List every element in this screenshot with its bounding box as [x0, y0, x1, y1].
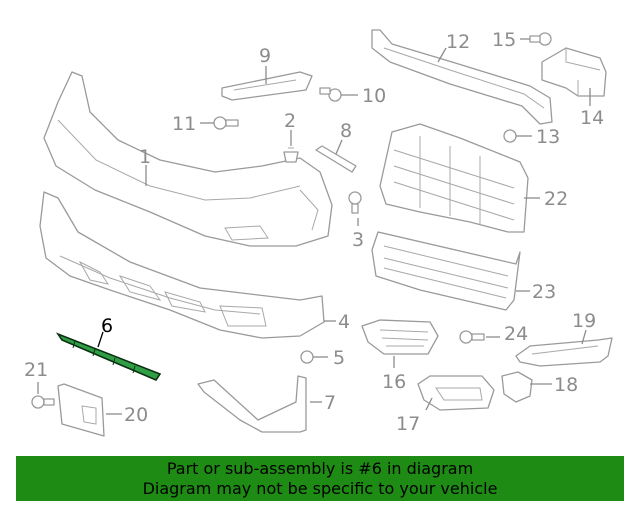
callout-6: 6 — [101, 315, 113, 337]
callout-14: 14 — [580, 107, 604, 129]
part-24-bolt — [459, 330, 485, 344]
part-22-shutter-frame — [379, 123, 529, 233]
parts-diagram: 1 4 6 9 10 11 2 8 — [24, 29, 613, 437]
part-20-plate-base — [57, 383, 105, 437]
part-1-upper-cover — [43, 71, 333, 247]
part-17-bezel — [417, 375, 495, 411]
part-8-strip — [315, 145, 357, 173]
banner-line-2: Diagram may not be specific to your vehi… — [142, 479, 498, 498]
callout-9: 9 — [259, 45, 271, 67]
leader-17 — [425, 397, 433, 411]
callout-7: 7 — [324, 392, 336, 414]
callout-22: 22 — [544, 188, 568, 210]
callout-3: 3 — [352, 229, 364, 251]
callout-1: 1 — [139, 146, 151, 168]
callout-20: 20 — [124, 404, 148, 426]
callout-21: 21 — [24, 359, 48, 381]
callout-2: 2 — [284, 110, 296, 132]
part-5-clip — [300, 350, 314, 364]
part-14-bracket — [541, 47, 607, 97]
part-16-grille — [361, 319, 439, 355]
part-12-beam — [371, 29, 553, 125]
part-6-molding-highlighted — [55, 332, 162, 381]
part-23-shutter — [371, 231, 521, 311]
callout-5: 5 — [333, 347, 345, 369]
callout-17: 17 — [396, 413, 420, 435]
callout-8: 8 — [340, 120, 352, 142]
leader-6 — [97, 331, 104, 348]
leader-8 — [335, 139, 343, 155]
callout-11: 11 — [172, 113, 196, 135]
part-7-guard — [197, 375, 307, 433]
callout-15: 15 — [492, 29, 516, 51]
part-10-bolt — [319, 87, 342, 102]
callout-4: 4 — [338, 311, 350, 333]
part-21-bolt — [31, 395, 55, 409]
part-2-clip — [283, 147, 299, 163]
callout-18: 18 — [554, 374, 578, 396]
leader-12 — [437, 47, 447, 63]
callout-10: 10 — [362, 85, 386, 107]
part-13-clip — [503, 129, 517, 143]
callout-12: 12 — [446, 31, 470, 53]
part-11-bolt — [213, 116, 239, 130]
part-3-bolt — [348, 191, 362, 214]
part-4-lower-cover — [39, 191, 325, 339]
leader-19 — [581, 329, 587, 345]
banner-line-1: Part or sub-assembly is #6 in diagram — [166, 459, 474, 478]
part-18-bracket — [501, 371, 533, 403]
callout-23: 23 — [532, 281, 556, 303]
info-banner: Part or sub-assembly is #6 in diagram Di… — [16, 456, 624, 501]
part-19-trim — [515, 337, 613, 367]
part-9-bracket — [221, 71, 313, 101]
callout-19: 19 — [572, 310, 596, 332]
part-15-bolt — [529, 32, 552, 46]
callout-13: 13 — [536, 126, 560, 148]
callout-24: 24 — [504, 323, 528, 345]
callout-16: 16 — [382, 371, 406, 393]
